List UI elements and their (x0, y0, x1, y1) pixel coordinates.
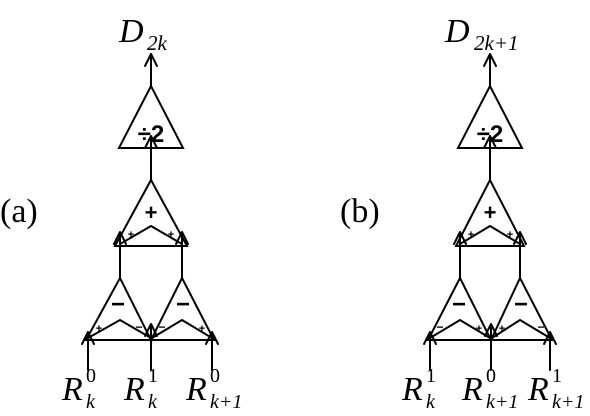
sum-node-b (454, 177, 526, 247)
input-sub-1-a: k (86, 391, 96, 413)
output-arrow-b (483, 53, 497, 87)
input-sup-1-b: 1 (426, 365, 436, 387)
sum-input-lines-a (119, 225, 183, 245)
diff-right-sign-1-a: − (158, 320, 165, 334)
diff-right-sign-2-a: + (199, 323, 205, 335)
input-arrow-3-b (543, 331, 557, 371)
input-arrow-1-a (81, 331, 95, 371)
diff-left-sign-1-b: − (436, 320, 443, 334)
output-arrow-a (144, 53, 158, 87)
sum-op-b: + (484, 200, 497, 225)
diff-right-input-lines-b (491, 319, 551, 339)
input-sub-3-a: k+1 (210, 391, 242, 413)
diff-right-to-sum-arrow-a (175, 231, 189, 279)
diff-node-left-b (426, 275, 493, 341)
input-arrow-1-b (423, 331, 437, 371)
output-letter-a: D (118, 13, 144, 50)
output-label-a: D 2k (118, 13, 168, 55)
diff-op-left-b: − (452, 291, 466, 318)
input-letter-1-b: R (401, 371, 423, 408)
diff-node-right-a (149, 275, 216, 341)
input-sup-2-a: 1 (148, 365, 158, 387)
diff-op-right-b: − (514, 291, 528, 318)
sum-input-sign-right-b: + (507, 229, 513, 241)
panel-label-b: (b) (340, 193, 380, 230)
input-letter-3-b: R (527, 371, 549, 408)
input-label-1-b: R 1 k (401, 365, 436, 413)
input-sub-1-b: k (426, 391, 436, 413)
diff-left-sign-1-a: + (96, 323, 102, 335)
sum-input-sign-left-a: + (128, 229, 134, 241)
diff-left-sign-2-b: + (476, 323, 482, 335)
input-sup-1-a: 0 (86, 365, 96, 387)
diff-left-sign-2-a: − (135, 320, 142, 334)
input-label-3-a: R 0 k+1 (185, 365, 242, 413)
output-subscript-a: 2k (147, 31, 168, 55)
diagram-a: (a) D 2k ÷2 + + + − + − − − + (0, 13, 242, 413)
input-label-2-a: R 1 k (123, 365, 158, 413)
input-sub-2-b: k+1 (486, 391, 518, 413)
panel-label-a: (a) (0, 193, 38, 230)
diff-op-left-a: − (111, 291, 125, 318)
input-letter-1-a: R (61, 371, 83, 408)
diff-right-sign-1-b: + (499, 323, 505, 335)
input-sup-3-a: 0 (210, 365, 220, 387)
input-sub-2-a: k (148, 391, 158, 413)
diff-left-input-lines-a (87, 319, 152, 339)
input-letter-2-a: R (123, 371, 145, 408)
input-sup-3-b: 1 (552, 365, 562, 387)
diff-node-left-a (84, 275, 153, 341)
sum-to-divide-arrow-a (144, 135, 158, 181)
sum-op-a: + (145, 200, 158, 225)
sum-input-sign-left-b: + (468, 229, 474, 241)
sum-node-a (113, 177, 189, 247)
diff-left-input-lines-b (429, 319, 491, 339)
diff-right-sign-2-b: − (537, 320, 544, 334)
input-sup-2-b: 0 (486, 365, 496, 387)
output-label-b: D 2k+1 (444, 13, 519, 55)
output-letter-b: D (444, 13, 470, 50)
input-letter-3-a: R (185, 371, 207, 408)
sum-input-sign-right-a: + (168, 229, 174, 241)
input-arrow-3-a (205, 331, 219, 371)
input-arrow-2-b (484, 323, 498, 371)
diff-op-right-a: − (176, 291, 190, 318)
input-label-1-a: R 0 k (61, 365, 96, 413)
diff-right-to-sum-arrow-b (513, 231, 527, 279)
input-arrow-2-a (144, 323, 158, 371)
input-letter-2-b: R (461, 371, 483, 408)
diff-node-right-b (489, 275, 554, 341)
diff-left-to-sum-arrow-a (113, 231, 127, 279)
output-subscript-b: 2k+1 (474, 31, 519, 55)
sum-to-divide-arrow-b (483, 135, 497, 181)
diagram-b: (b) D 2k+1 ÷2 + + + − − + − + − (340, 13, 584, 413)
sum-input-lines-b (459, 225, 521, 245)
input-label-3-b: R 1 k+1 (527, 365, 584, 413)
diff-left-to-sum-arrow-b (453, 231, 467, 279)
input-label-2-b: R 0 k+1 (461, 365, 518, 413)
input-sub-3-b: k+1 (552, 391, 584, 413)
diff-right-input-lines-a (151, 319, 213, 339)
